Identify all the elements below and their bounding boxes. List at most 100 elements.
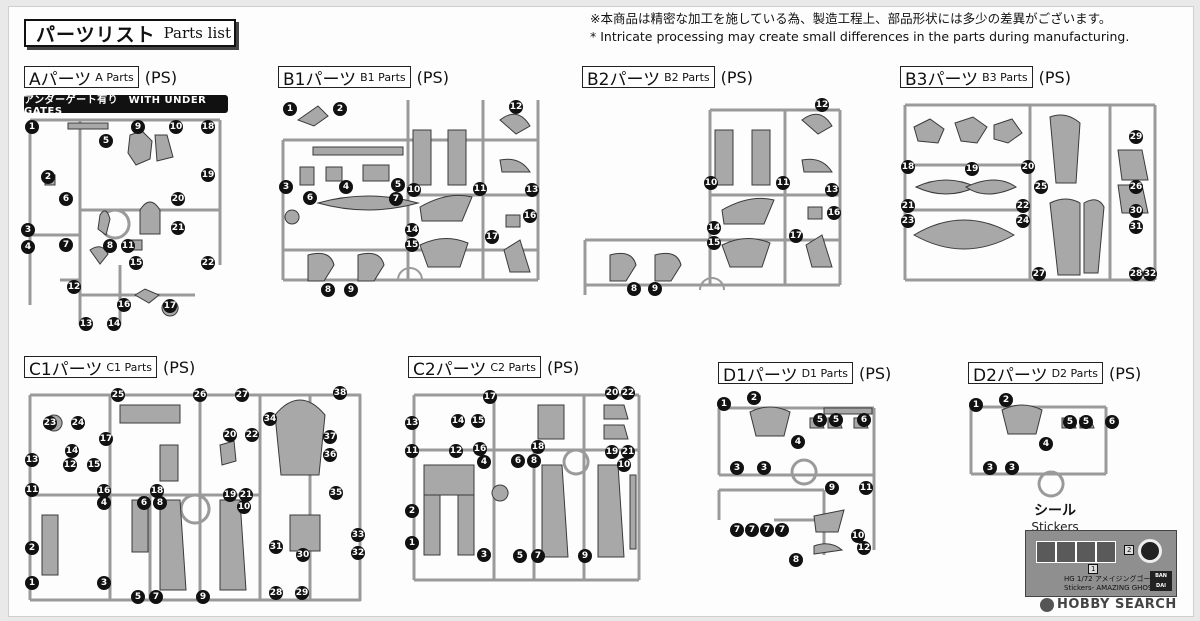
sticker-sheet-subtitle: Stickers- AMAZING GHOST	[1064, 584, 1157, 592]
svg-text:3: 3	[25, 225, 31, 235]
svg-text:10: 10	[238, 502, 251, 512]
group-c2-en: C2 Parts	[490, 360, 536, 374]
svg-text:31: 31	[1130, 222, 1143, 232]
svg-text:7: 7	[779, 525, 785, 535]
svg-text:30: 30	[297, 550, 310, 560]
watermark-text: HOBBY SEARCH	[1057, 597, 1177, 612]
svg-text:18: 18	[902, 162, 915, 172]
svg-text:6: 6	[515, 456, 521, 466]
svg-text:32: 32	[352, 548, 365, 558]
svg-text:13: 13	[26, 455, 39, 465]
svg-text:29: 29	[296, 588, 309, 598]
svg-text:17: 17	[164, 301, 177, 311]
svg-text:5: 5	[395, 180, 401, 190]
group-d2-en: D2 Parts	[1051, 366, 1098, 380]
svg-text:33: 33	[352, 530, 365, 540]
svg-text:9: 9	[348, 285, 354, 295]
svg-text:2: 2	[337, 104, 343, 114]
sticker-number-1: 1	[1088, 564, 1099, 574]
runner-b3-part-numbers: 18 19 20 21 22 23 24 25 26 27 28 29 30 3…	[901, 130, 1157, 281]
svg-text:1: 1	[287, 104, 293, 114]
runner-c1-part-numbers: 13 11 2 1 3 5 7 9 4 6 18 8 23 24 25 26 2…	[25, 386, 365, 604]
runner-b3-diagram: 18 19 20 21 22 23 24 25 26 27 28 29 30 3…	[901, 103, 1157, 282]
svg-text:3: 3	[1009, 463, 1015, 473]
svg-text:21: 21	[172, 223, 185, 233]
svg-text:3: 3	[283, 182, 289, 192]
svg-text:7: 7	[63, 240, 69, 250]
svg-text:8: 8	[325, 285, 331, 295]
svg-text:20: 20	[1022, 162, 1035, 172]
svg-text:5: 5	[817, 415, 823, 425]
runner-b2-part-numbers: 10 11 12 13 14 15 16 17 8 9	[627, 98, 841, 296]
svg-text:14: 14	[406, 225, 419, 235]
svg-text:8: 8	[631, 284, 637, 294]
svg-text:18: 18	[532, 442, 545, 452]
svg-text:23: 23	[902, 216, 915, 226]
svg-text:10: 10	[618, 460, 631, 470]
svg-text:21: 21	[240, 490, 253, 500]
svg-text:31: 31	[270, 542, 283, 552]
svg-text:3: 3	[734, 463, 740, 473]
runner-a-diagram: 1 2 3 4 5 6 7 8 9 10 11 12 13 14 15 16 1…	[21, 118, 222, 331]
sticker-sheet-label: HG 1/72 アメイジングゴースト Stickers- AMAZING GHO…	[1064, 575, 1164, 593]
svg-text:11: 11	[122, 241, 135, 251]
parts-list-title: パーツリスト Parts list	[24, 19, 236, 47]
svg-text:16: 16	[118, 300, 131, 310]
svg-text:4: 4	[101, 498, 107, 508]
svg-text:5: 5	[1083, 417, 1089, 427]
svg-text:19: 19	[202, 170, 215, 180]
svg-text:8: 8	[107, 241, 113, 251]
svg-text:21: 21	[622, 447, 635, 457]
svg-text:14: 14	[66, 446, 79, 456]
sticker-shape	[1056, 541, 1076, 563]
svg-text:13: 13	[406, 418, 419, 428]
runner-c2-diagram: 17 13 14 15 11 12 16 4 6 8 18 2 1 3 5 7 …	[405, 386, 641, 582]
svg-text:9: 9	[652, 284, 658, 294]
svg-text:19: 19	[606, 447, 619, 457]
runner-d2-part-numbers: 1 2 3 3 4 5 5 6	[969, 393, 1119, 475]
svg-text:4: 4	[1043, 439, 1049, 449]
svg-text:15: 15	[130, 258, 143, 268]
svg-text:7: 7	[734, 525, 740, 535]
svg-text:12: 12	[510, 102, 523, 112]
svg-text:5: 5	[1067, 417, 1073, 427]
svg-text:15: 15	[472, 416, 485, 426]
svg-text:7: 7	[393, 194, 399, 204]
sticker-sheet: 2 1 HG 1/72 アメイジングゴースト Stickers- AMAZING…	[1025, 530, 1177, 597]
group-b1-jp: B1パーツ	[283, 69, 357, 90]
runner-c2-part-numbers: 17 13 14 15 11 12 16 4 6 8 18 2 1 3 5 7 …	[405, 386, 635, 563]
group-a-en: A Parts	[95, 70, 134, 84]
svg-text:12: 12	[858, 543, 871, 553]
svg-text:17: 17	[486, 232, 499, 242]
runner-c1-diagram: 13 11 2 1 3 5 7 9 4 6 18 8 23 24 25 26 2…	[25, 386, 365, 604]
svg-text:1: 1	[409, 538, 415, 548]
svg-text:5: 5	[517, 551, 523, 561]
svg-text:9: 9	[829, 483, 835, 493]
svg-text:2: 2	[751, 393, 757, 403]
group-b3-jp: B3パーツ	[905, 69, 979, 90]
group-a-material: (PS)	[144, 67, 178, 87]
svg-text:17: 17	[100, 434, 113, 444]
runner-d1-part-numbers: 1 2 3 3 4 5 5 6 7 7 7 7 8 9 11 10 12	[717, 391, 873, 567]
svg-text:10: 10	[705, 178, 718, 188]
svg-text:36: 36	[324, 450, 337, 460]
svg-text:28: 28	[270, 588, 283, 598]
svg-text:4: 4	[795, 437, 801, 447]
svg-text:24: 24	[72, 418, 85, 428]
svg-text:2: 2	[29, 543, 35, 553]
svg-text:9: 9	[582, 551, 588, 561]
runner-d1-diagram: 1 2 3 3 4 5 5 6 7 7 7 7 8 9 11 10 12	[717, 391, 876, 567]
manufacturing-notice: ※本商品は精密な加工を施している為、製造工程上、部品形状には多少の差異がございま…	[590, 10, 1129, 46]
svg-text:27: 27	[1033, 269, 1046, 279]
svg-text:20: 20	[172, 194, 185, 204]
hobby-search-watermark: HOBBY SEARCH	[1040, 597, 1177, 612]
svg-text:5: 5	[833, 415, 839, 425]
svg-text:28: 28	[1130, 269, 1143, 279]
group-d2-material: (PS)	[1109, 363, 1142, 383]
group-b2-jp: B2パーツ	[587, 69, 661, 90]
svg-text:11: 11	[860, 483, 873, 493]
